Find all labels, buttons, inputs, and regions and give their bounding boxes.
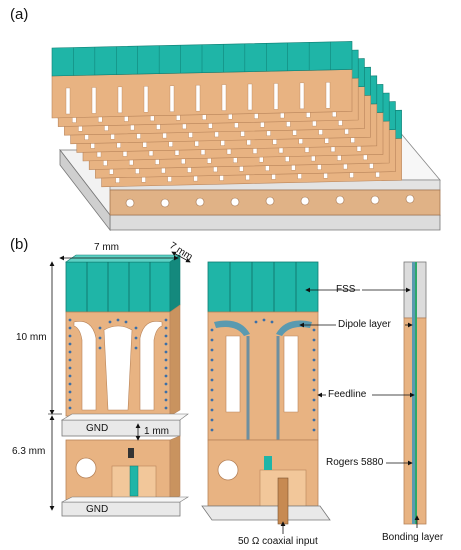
array-card-slot (143, 86, 149, 113)
dim-upper-height: 10 mm (16, 332, 47, 343)
dim-width-top: 7 mm (94, 242, 119, 253)
array-card-slot (325, 82, 331, 109)
array-card-slot (169, 85, 175, 112)
array-card-slot (247, 83, 253, 111)
middle-unit-cell (201, 261, 331, 534)
array-card-slot (65, 87, 71, 115)
array-card-slot (221, 84, 227, 111)
bonding-layer-label: Bonding layer (382, 532, 444, 543)
array-card-slot (117, 86, 123, 114)
panel-a-label: (a) (10, 6, 29, 23)
dim-lower-height: 6.3 mm (12, 446, 46, 457)
dipole-layer-label: Dipole layer (338, 319, 391, 330)
left-unit-cell (48, 251, 191, 517)
array-card-slot (273, 83, 279, 110)
coax-label: 50 Ω coaxial input (238, 536, 318, 547)
gnd-bottom-label: GND (86, 504, 109, 515)
panel-b-label: (b) (10, 236, 29, 253)
fss-label: FSS (336, 284, 356, 295)
feedline-label: Feedline (328, 389, 367, 400)
gnd-top-label: GND (86, 423, 109, 434)
substrate-label: Rogers 5880 (326, 457, 384, 468)
array-card-slot (195, 84, 201, 112)
array-card-slot (91, 87, 97, 114)
array-card-slot (299, 82, 305, 110)
dim-gap: 1 mm (144, 426, 169, 437)
